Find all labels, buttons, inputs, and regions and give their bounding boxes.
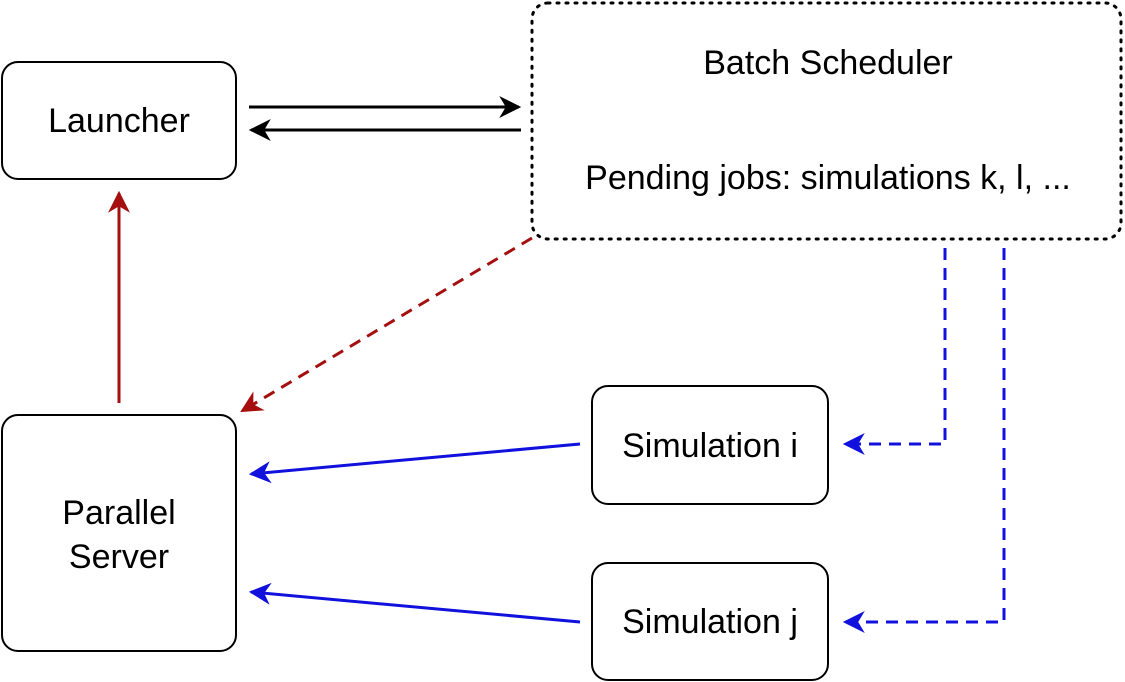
- arrow-scheduler-to-simulation-i: [842, 248, 947, 455]
- arrow-simulation-i-to-server: [248, 442, 581, 484]
- launcher-label: Launcher: [48, 102, 190, 140]
- parallel-server-label-line1: Parallel: [62, 494, 175, 532]
- parallel-server-box: [1, 414, 237, 652]
- simulation-j-label: Simulation j: [622, 603, 798, 641]
- launcher-box: [1, 61, 237, 180]
- simulation-i-label: Simulation i: [622, 427, 798, 465]
- arrow-simulation-j-to-server: [248, 582, 581, 624]
- simulation-i-node: Simulation i: [591, 385, 829, 505]
- batch-scheduler-node: Batch Scheduler Pending jobs: simulation…: [530, 1, 1123, 241]
- simulation-j-node: Simulation j: [591, 562, 829, 681]
- arrow-scheduler-to-server: [240, 236, 533, 413]
- simulation-j-box: [591, 562, 829, 681]
- arrow-scheduler-to-simulation-j: [842, 248, 1006, 633]
- parallel-server-node: Parallel Server: [1, 414, 237, 652]
- parallel-server-label-line2: Server: [69, 538, 169, 576]
- batch-scheduler-box: [530, 1, 1123, 241]
- simulation-i-box: [591, 385, 829, 505]
- batch-scheduler-pending-jobs: Pending jobs: simulations k, l, ...: [585, 159, 1071, 197]
- launcher-node: Launcher: [1, 61, 237, 180]
- batch-scheduler-title: Batch Scheduler: [703, 44, 953, 82]
